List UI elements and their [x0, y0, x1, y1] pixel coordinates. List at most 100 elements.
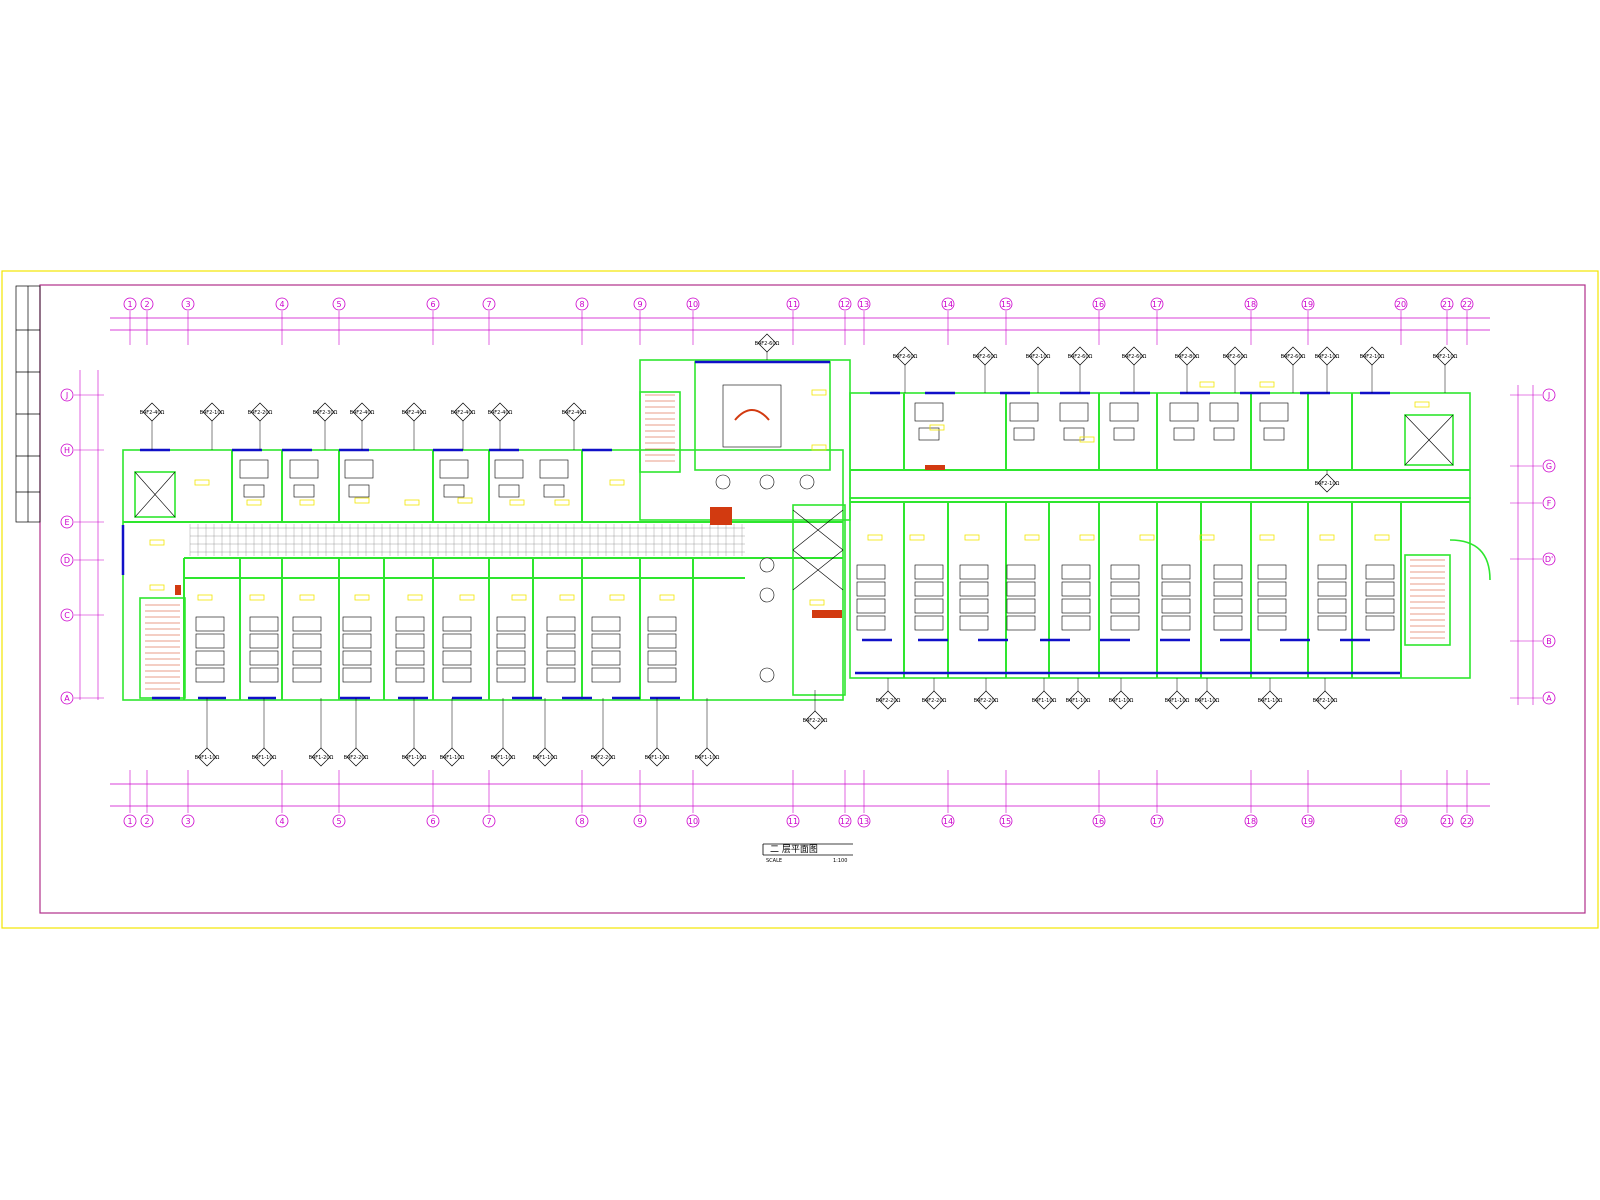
tag-diamond — [1034, 690, 1054, 710]
grid-label: 17 — [1152, 300, 1162, 309]
tag-diamond — [1068, 690, 1088, 710]
tag-diamond — [202, 402, 222, 422]
grid-bottom-8: 8 — [575, 814, 589, 828]
grid-label: E — [64, 518, 69, 527]
grid-bubble — [1460, 297, 1474, 311]
grid-right-J: J — [1510, 388, 1556, 402]
yellow-label — [509, 499, 525, 506]
outlet-tag-bottom: B4F1-10Ω — [1165, 678, 1190, 710]
outlet-tag-top: B4F2-60Ω — [755, 333, 780, 360]
grid-top-14: 14 — [941, 297, 955, 311]
bed-unit — [442, 633, 472, 649]
grid-bubble — [60, 608, 74, 622]
grid-top-2: 2 — [140, 297, 154, 311]
office-chair — [1113, 427, 1135, 441]
yellow-label — [149, 584, 165, 591]
tag-label: B4F1-20Ω — [309, 755, 334, 761]
grid-label: 22 — [1462, 300, 1472, 309]
grid-label: 16 — [1094, 817, 1104, 826]
grid-label: 20 — [1396, 300, 1406, 309]
office-chair — [1263, 427, 1285, 441]
bed-unit — [1161, 581, 1191, 597]
yellow-label — [554, 499, 570, 506]
tag-label: B4F2-40Ω — [451, 410, 476, 416]
grid-label: A — [64, 694, 70, 703]
bed-unit — [1257, 598, 1287, 614]
grid-label: 19 — [1303, 817, 1313, 826]
bed-unit — [546, 616, 576, 632]
outlet-tag-bottom: B4F1-10Ω — [695, 698, 720, 767]
grid-label: 13 — [859, 817, 869, 826]
bed-unit — [914, 564, 944, 580]
grid-top-19: 19 — [1301, 297, 1315, 311]
yellow-label — [609, 594, 625, 601]
outlet-tag-top: B4F2-60Ω — [1122, 346, 1147, 393]
grid-label: 16 — [1094, 300, 1104, 309]
grid-label: C — [64, 611, 70, 620]
bed-unit — [856, 581, 886, 597]
east-curve — [1449, 539, 1491, 581]
tag-label: B4F2-20Ω — [876, 698, 901, 704]
grid-left-H: H — [60, 443, 104, 457]
grid-top-4: 4 — [275, 297, 289, 311]
grid-right-G: G — [1510, 459, 1556, 473]
tag-diamond — [976, 690, 996, 710]
tag-diamond — [142, 402, 162, 422]
grid-label: 15 — [1001, 300, 1011, 309]
yellow-label — [299, 499, 315, 506]
office-chair — [918, 427, 940, 441]
office-chair — [1063, 427, 1085, 441]
outlet-tag-bottom: B4F1-10Ω — [491, 698, 516, 767]
bed-unit — [1317, 564, 1347, 580]
tag-label: B4F1-10Ω — [695, 755, 720, 761]
grid-label: 11 — [788, 817, 798, 826]
tag-diamond — [404, 402, 424, 422]
bed-unit — [442, 667, 472, 683]
bed-unit — [1161, 615, 1191, 631]
grid-label: 10 — [688, 817, 698, 826]
grid-label: 7 — [486, 300, 491, 309]
yellow-label — [1024, 534, 1040, 541]
yellow-label — [249, 594, 265, 601]
yellow-label — [811, 444, 827, 451]
grid-label: 22 — [1462, 817, 1472, 826]
bed-unit — [395, 633, 425, 649]
stair-north — [639, 391, 681, 473]
grid-bottom-12: 12 — [838, 814, 852, 828]
grid-label: B — [1546, 637, 1552, 646]
bed-unit — [195, 667, 225, 683]
grid-right-D': D' — [1510, 552, 1556, 566]
grid-bottom-9: 9 — [633, 814, 647, 828]
drawing-title: 二 层平面图 — [770, 844, 818, 855]
yellow-label — [354, 594, 370, 601]
grid-bubble — [275, 297, 289, 311]
grid-bubble — [1092, 814, 1106, 828]
office-desk — [239, 459, 269, 479]
grid-bubble — [633, 297, 647, 311]
grid-bubble — [60, 388, 74, 402]
outlet-tag-top: B4F2-30Ω — [313, 402, 338, 450]
stair-east — [1404, 554, 1451, 646]
yellow-label — [1079, 436, 1095, 443]
grid-label: 8 — [579, 300, 584, 309]
grid-right-A: A — [1510, 691, 1556, 705]
outlet-tag-bottom: B4F1-10Ω — [533, 698, 558, 767]
bed-unit — [647, 616, 677, 632]
grid-bubble — [686, 814, 700, 828]
grid-top-8: 8 — [575, 297, 589, 311]
tag-diamond — [1435, 346, 1455, 366]
grid-bottom-1: 1 — [123, 814, 137, 828]
tag-diamond — [895, 346, 915, 366]
bed-unit — [959, 581, 989, 597]
tag-label: B4F2-20Ω — [922, 698, 947, 704]
bed-unit — [1257, 564, 1287, 580]
tag-label: B4F2-20Ω — [591, 755, 616, 761]
yellow-label — [407, 594, 423, 601]
grid-bottom-13: 13 — [857, 814, 871, 828]
yellow-label — [1139, 534, 1155, 541]
lift-core — [792, 504, 846, 696]
grid-bubble — [60, 515, 74, 529]
grid-label: 3 — [185, 817, 190, 826]
tag-diamond — [1111, 690, 1131, 710]
grid-bubble — [1542, 459, 1556, 473]
